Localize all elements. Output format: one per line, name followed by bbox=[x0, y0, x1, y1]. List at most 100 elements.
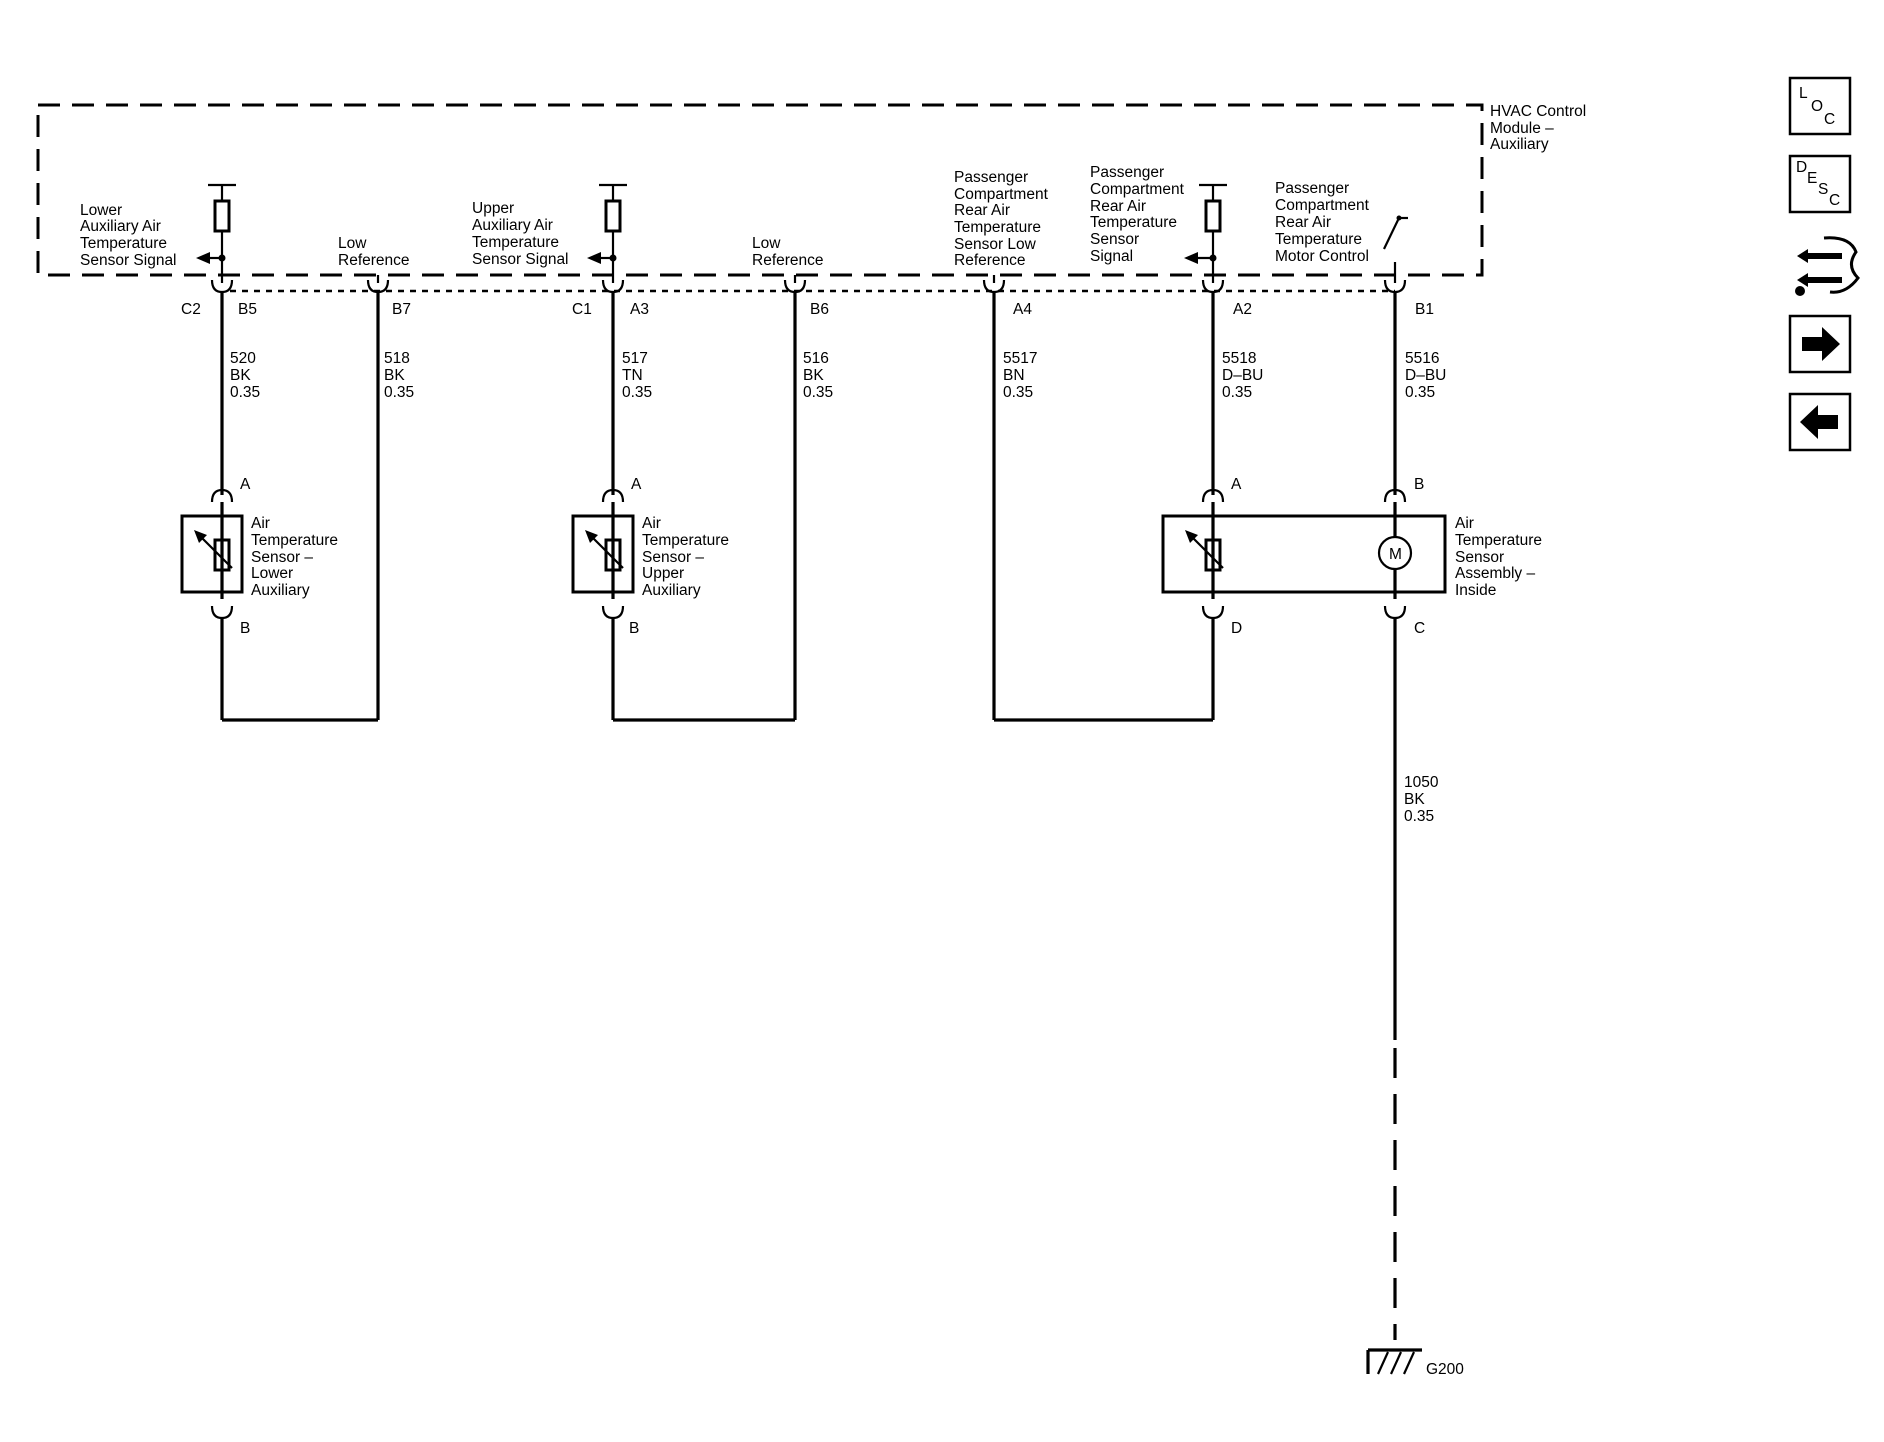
pin-label: C bbox=[1414, 620, 1425, 637]
signal-arrow bbox=[196, 252, 210, 264]
svg-text:BK: BK bbox=[1404, 791, 1425, 808]
svg-text:Lower: Lower bbox=[251, 565, 293, 582]
svg-text:HVAC Control: HVAC Control bbox=[1490, 103, 1586, 120]
svg-text:Auxiliary: Auxiliary bbox=[251, 582, 310, 599]
arrow-right-icon bbox=[1802, 327, 1840, 361]
svg-text:Air: Air bbox=[251, 515, 270, 532]
next-page-button[interactable] bbox=[1788, 314, 1852, 374]
svg-text:Sensor: Sensor bbox=[1455, 549, 1504, 566]
svg-text:Module –: Module – bbox=[1490, 120, 1554, 137]
upper-signal-label: Upper Auxiliary Air Temperature Sensor S… bbox=[472, 200, 569, 268]
svg-text:518: 518 bbox=[384, 350, 410, 367]
lower-signal-label: Lower Auxiliary Air Temperature Sensor S… bbox=[80, 202, 177, 269]
svg-text:Auxiliary: Auxiliary bbox=[1490, 136, 1549, 153]
pin-cup bbox=[1383, 605, 1407, 620]
svg-text:D–BU: D–BU bbox=[1222, 367, 1263, 384]
wire-label: 518 BK 0.35 bbox=[384, 350, 414, 401]
svg-text:Rear Air: Rear Air bbox=[954, 202, 1010, 219]
pin-label: A2 bbox=[1233, 301, 1252, 318]
pin-label: A3 bbox=[630, 301, 649, 318]
description-button[interactable]: D E S C bbox=[1788, 154, 1852, 214]
svg-text:Air: Air bbox=[642, 515, 661, 532]
svg-text:D: D bbox=[1796, 159, 1807, 176]
upper-auxiliary-circuit: Upper Auxiliary Air Temperature Sensor S… bbox=[472, 183, 833, 722]
pin-label: B7 bbox=[392, 301, 411, 318]
svg-text:Temperature: Temperature bbox=[642, 532, 729, 549]
svg-text:Assembly –: Assembly – bbox=[1455, 565, 1535, 582]
svg-text:Compartment: Compartment bbox=[954, 186, 1049, 203]
svg-text:Temperature: Temperature bbox=[251, 532, 338, 549]
svg-text:C: C bbox=[1829, 192, 1840, 209]
lower-low-reference-label: Low Reference bbox=[338, 235, 410, 269]
location-button[interactable]: L O C bbox=[1788, 76, 1852, 136]
svg-text:Sensor –: Sensor – bbox=[642, 549, 704, 566]
svg-text:Compartment: Compartment bbox=[1275, 197, 1370, 214]
ground-symbol bbox=[1366, 1348, 1422, 1375]
pin-label: A4 bbox=[1013, 301, 1032, 318]
svg-text:Sensor Low: Sensor Low bbox=[954, 236, 1037, 253]
svg-text:Temperature: Temperature bbox=[1090, 214, 1177, 231]
motor-letter: M bbox=[1389, 546, 1402, 563]
svg-text:5517: 5517 bbox=[1003, 350, 1037, 367]
svg-text:0.35: 0.35 bbox=[230, 384, 260, 401]
lower-auxiliary-circuit: Lower Auxiliary Air Temperature Sensor S… bbox=[80, 183, 414, 722]
pin-label: B bbox=[629, 620, 639, 637]
svg-text:Reference: Reference bbox=[954, 252, 1026, 269]
module-boundary bbox=[36, 103, 1484, 277]
svg-text:0.35: 0.35 bbox=[1405, 384, 1435, 401]
svg-text:O: O bbox=[1811, 98, 1823, 115]
svg-text:Reference: Reference bbox=[338, 252, 410, 269]
svg-text:0.35: 0.35 bbox=[1222, 384, 1252, 401]
pin-label: D bbox=[1231, 620, 1242, 637]
svg-text:Low: Low bbox=[752, 235, 781, 252]
rear-air-temperature-circuit: M Passenger Compartment Rear Air Tempera… bbox=[954, 164, 1542, 1378]
svg-text:Sensor Signal: Sensor Signal bbox=[472, 251, 569, 268]
svg-text:Sensor –: Sensor – bbox=[251, 549, 313, 566]
svg-text:Sensor: Sensor bbox=[1090, 231, 1139, 248]
thermistor-icon bbox=[1204, 538, 1222, 572]
svg-text:BK: BK bbox=[230, 367, 251, 384]
svg-text:Auxiliary Air: Auxiliary Air bbox=[80, 218, 161, 235]
wire-label: 5517 BN 0.35 bbox=[1003, 350, 1037, 401]
svg-text:5516: 5516 bbox=[1405, 350, 1439, 367]
svg-text:Low: Low bbox=[338, 235, 367, 252]
arrow-left-icon bbox=[1800, 405, 1838, 439]
pin-cup bbox=[210, 488, 234, 503]
component-label: Air Temperature Sensor – Upper Auxiliary bbox=[642, 515, 729, 599]
pin-label: A bbox=[631, 476, 642, 493]
thermistor-icon bbox=[213, 538, 231, 572]
pin-cup bbox=[601, 488, 625, 503]
pin-label: A bbox=[240, 476, 251, 493]
rear-low-reference-label: Passenger Compartment Rear Air Temperatu… bbox=[954, 169, 1049, 269]
thermistor-icon bbox=[604, 538, 622, 572]
wire-label: 5516 D–BU 0.35 bbox=[1405, 350, 1446, 401]
rear-motor-control-label: Passenger Compartment Rear Air Temperatu… bbox=[1275, 180, 1370, 265]
svg-text:BN: BN bbox=[1003, 367, 1025, 384]
svg-text:0.35: 0.35 bbox=[1404, 808, 1434, 825]
svg-text:BK: BK bbox=[384, 367, 405, 384]
svg-text:0.35: 0.35 bbox=[384, 384, 414, 401]
svg-text:E: E bbox=[1807, 170, 1817, 187]
svg-text:0.35: 0.35 bbox=[1003, 384, 1033, 401]
svg-text:D–BU: D–BU bbox=[1405, 367, 1446, 384]
connector-tool-icon[interactable] bbox=[1795, 236, 1860, 296]
svg-text:Temperature: Temperature bbox=[954, 219, 1041, 236]
signal-arrow bbox=[1184, 252, 1198, 264]
svg-text:Motor Control: Motor Control bbox=[1275, 248, 1369, 265]
pin-label: B6 bbox=[810, 301, 829, 318]
svg-text:Upper: Upper bbox=[472, 200, 514, 217]
pin-label: B5 bbox=[238, 301, 257, 318]
svg-text:L: L bbox=[1799, 85, 1808, 102]
sensor-box bbox=[571, 514, 635, 594]
svg-text:BK: BK bbox=[803, 367, 824, 384]
wire-label: 1050 BK 0.35 bbox=[1404, 774, 1439, 825]
svg-text:5518: 5518 bbox=[1222, 350, 1256, 367]
sensor-box bbox=[180, 514, 244, 594]
assembly-label: Air Temperature Sensor Assembly – Inside bbox=[1455, 515, 1542, 599]
svg-text:516: 516 bbox=[803, 350, 829, 367]
svg-text:520: 520 bbox=[230, 350, 256, 367]
svg-text:Sensor Signal: Sensor Signal bbox=[80, 252, 177, 269]
module-name: HVAC Control Module – Auxiliary bbox=[1490, 103, 1586, 153]
previous-page-button[interactable] bbox=[1788, 392, 1852, 452]
